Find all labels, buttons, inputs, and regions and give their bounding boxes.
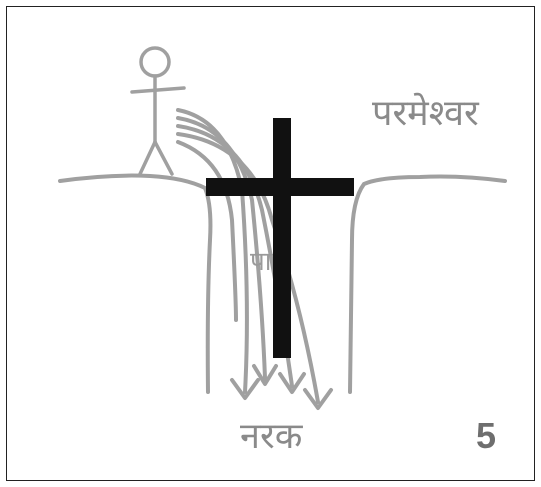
right-ground <box>350 177 505 393</box>
hell-label: नरक <box>240 416 304 457</box>
god-label: परमेश्वर <box>372 92 480 134</box>
falling-paths <box>178 110 318 402</box>
left-ground <box>60 176 210 392</box>
stick-figure-icon <box>132 48 184 174</box>
page-number: 5 <box>476 415 496 456</box>
